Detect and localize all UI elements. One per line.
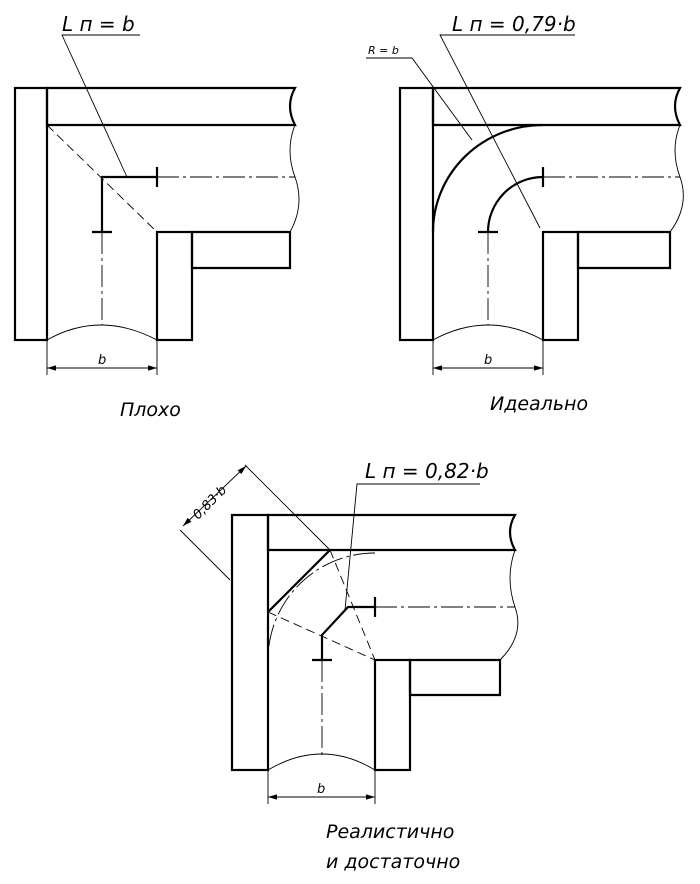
- dimension-chamfer: [182, 465, 247, 527]
- length-label: L п = 0,82·b: [365, 459, 489, 483]
- dim-b-label: b: [317, 782, 325, 797]
- outer-wall-vertical: [13, 86, 49, 342]
- centerline-path: [100, 175, 157, 232]
- inner-arc: [486, 175, 544, 233]
- break-line: [289, 124, 300, 233]
- leader-line: [61, 34, 140, 178]
- figure-ideal: L п = 0,79·b R = b b Идеально: [366, 12, 684, 415]
- caption: Плохо: [120, 399, 181, 421]
- radius-label: R = b: [368, 44, 399, 57]
- figure-bad: L п = b b Плохо: [13, 12, 300, 421]
- outer-arc: [431, 123, 544, 233]
- figure-realistic: 0,83·b L п = 0,82·b b Реалистично и дост…: [179, 459, 519, 873]
- caption-line2: и достаточно: [326, 851, 460, 873]
- caption-line1: Реалистично: [326, 821, 454, 843]
- inner-wall-vertical: [155, 230, 194, 342]
- chamfer-line: [267, 549, 331, 613]
- chamfer-dim-label: 0,83·b: [190, 483, 230, 523]
- caption: Идеально: [490, 393, 588, 415]
- length-label: L п = b: [62, 12, 135, 36]
- dim-b-label: b: [98, 353, 106, 368]
- reference-arc: [267, 552, 376, 661]
- outer-wall-horizontal: [45, 86, 297, 127]
- break-line: [46, 324, 158, 341]
- length-label: L п = 0,79·b: [452, 12, 576, 36]
- dim-b-label: b: [484, 353, 492, 368]
- inner-wall-horizontal: [190, 230, 292, 270]
